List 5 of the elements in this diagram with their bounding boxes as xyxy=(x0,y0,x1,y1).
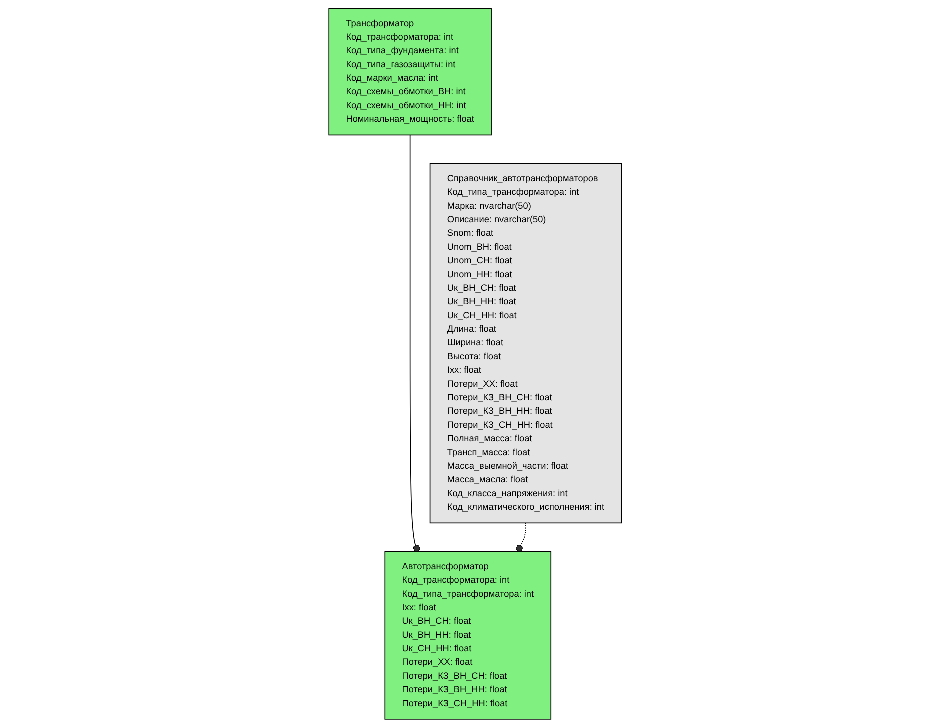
connector xyxy=(516,522,526,552)
node-box: Автотрансформатор Код_трансформатора: int Код_типа_трансформатора: int Ixx: float Uк_ВН_СН: float Uк_ВН_НН: float Uк_СН_НН: float Потери_ХХ: float Потери_КЗ_ВН_СН: float Потери_КЗ_ВН_НН: float Потери_КЗ_СН_НН: float xyxy=(384,551,552,720)
node-box: Трансформатор Код_трансформатора: int Код_типа_фундамента: int Код_типа_газозащиты: int Код_марки_масла: int Код_схемы_обмотки_ВН: int Код_схемы_обмотки_НН: int Номинальная_мощность: float xyxy=(328,8,492,136)
connector xyxy=(410,134,420,552)
node-box: Справочник_автотрансформаторов Код_типа_трансформатора: int Марка: nvarchar(50) Описание: nvarchar(50) Snom: float Unom_ВН: float Unom_СН: float Unom_НН: float Uк_ВН_СН: float Uк_ВН_НН: float Uк_СН_НН: float Длина: float Ширина: float Высота: float Ixx: float Потери_ХХ: float Потери_КЗ_ВН_СН: float Потери_КЗ_ВН_НН: float Потери_КЗ_СН_НН: float Полная_масса: float Трансп_масса: float Масса_выемной_части: float Масса_масла: float Код_класса_напряжения: int Код_климатического_исполнения: int xyxy=(429,163,622,524)
